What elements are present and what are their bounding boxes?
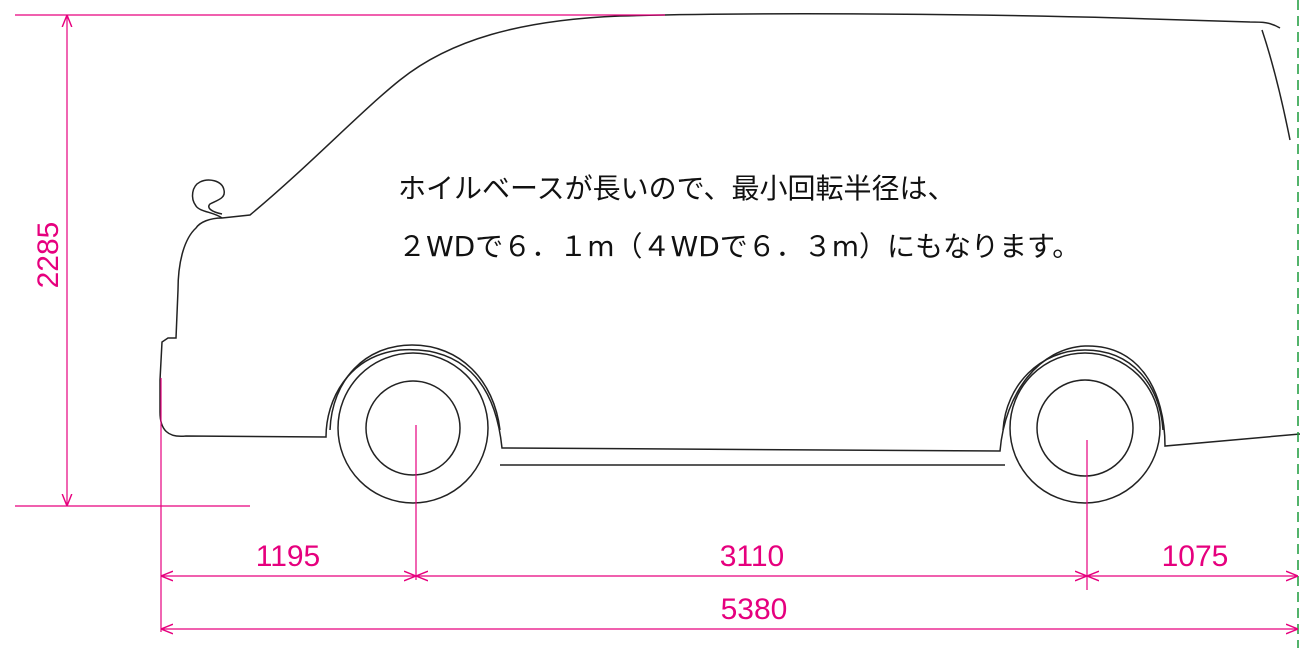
front-overhang-label: 1195 — [256, 540, 321, 573]
rear-overhang-label: 1075 — [1162, 540, 1229, 573]
caption-line-1: ホイルベースが長いので、最小回転半径は、 — [398, 172, 955, 205]
rear-rim — [1036, 379, 1134, 477]
wheelbase-label: 3110 — [720, 540, 785, 573]
height-label: 2285 — [32, 222, 65, 289]
overall-length-label: 5380 — [721, 593, 788, 626]
rear-tire — [1009, 352, 1161, 504]
van-outline — [159, 13, 1300, 466]
front-wheel-arch — [329, 344, 501, 431]
rear-wheel — [1009, 352, 1161, 504]
caption-line-2: ２WDで６．１m（４WDで６．３m）にもなります。 — [398, 230, 1080, 263]
front-tire — [337, 352, 489, 504]
side-mirror — [191, 179, 226, 219]
dimension-lines — [15, 14, 1298, 632]
front-wheel — [337, 352, 489, 504]
rear-edge — [1261, 29, 1291, 141]
rear-wheel-arch — [1002, 349, 1164, 431]
van-body — [159, 13, 1300, 452]
front-rim — [365, 380, 461, 476]
